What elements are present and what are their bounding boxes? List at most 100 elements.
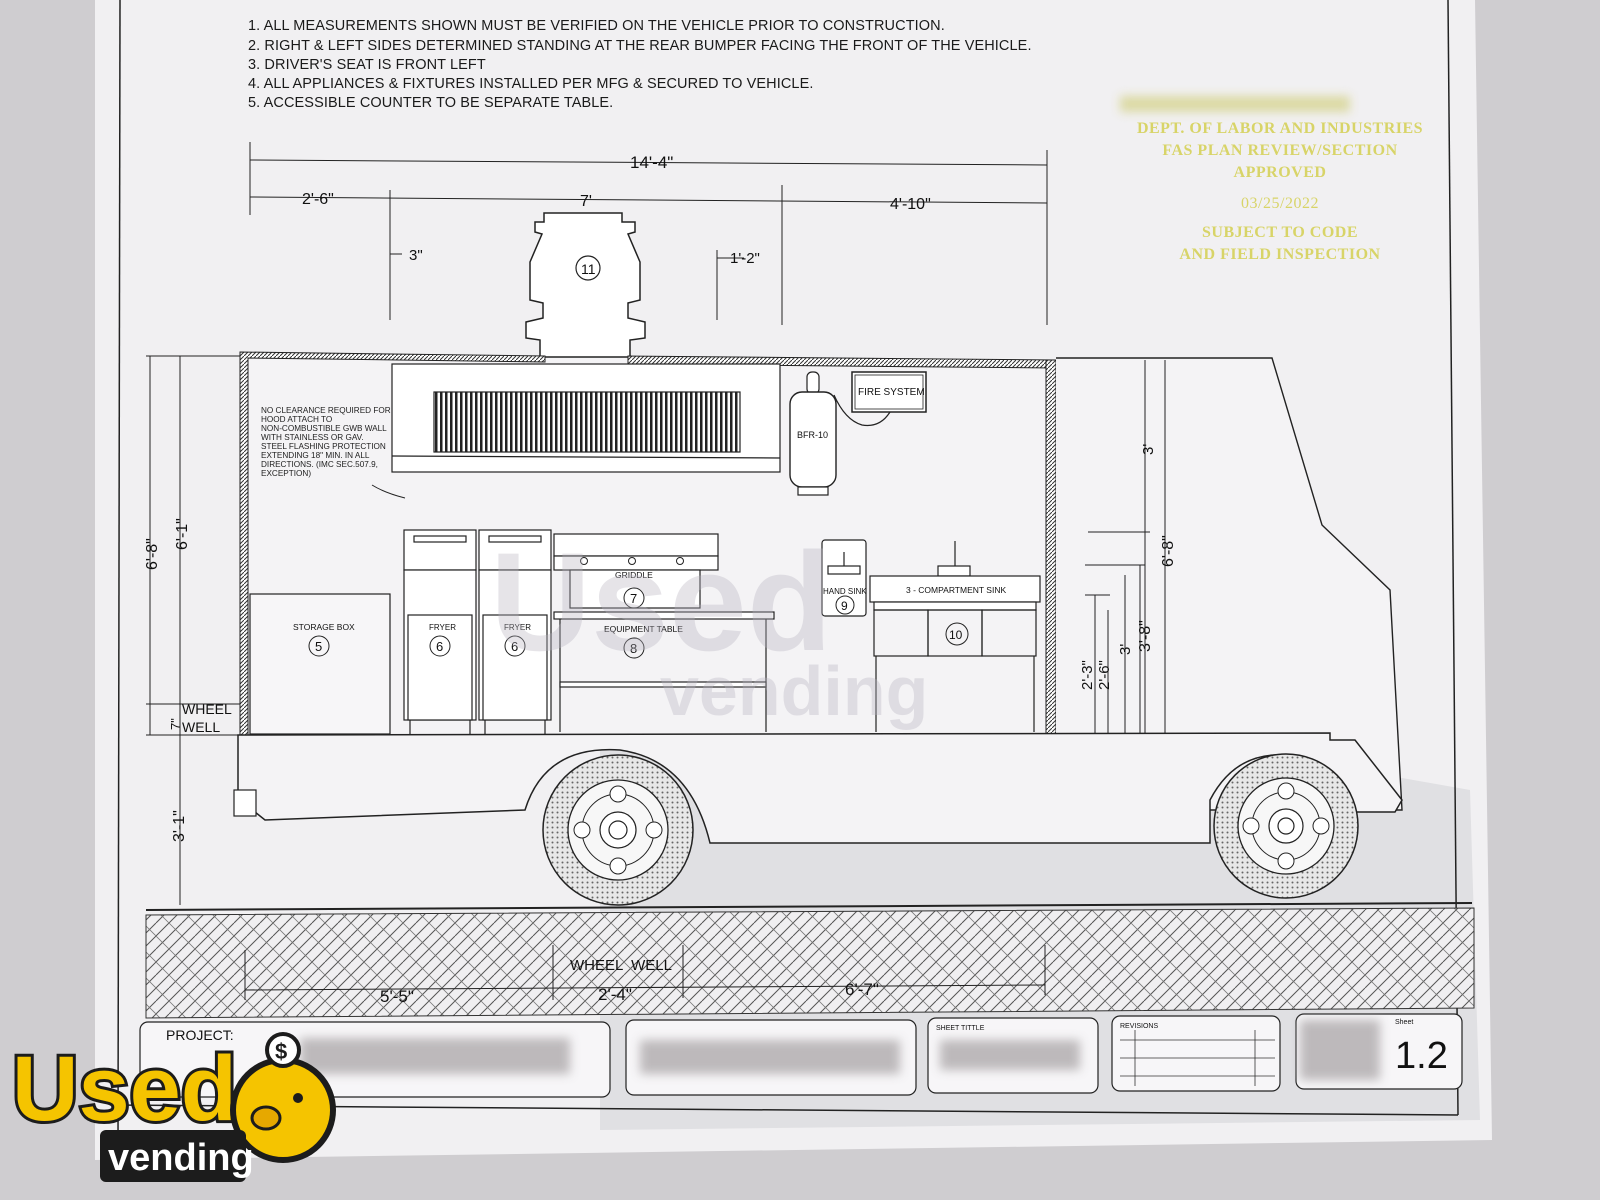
extinguisher-base bbox=[797, 486, 829, 496]
fan-tag-circle bbox=[575, 255, 601, 281]
three-compartment-sink bbox=[869, 541, 1041, 732]
storage-box bbox=[249, 593, 391, 735]
extinguisher-valve bbox=[806, 371, 820, 395]
fire-system-label: FIRE SYSTEM bbox=[858, 387, 925, 398]
dim-bottom-left: 5'-5" bbox=[380, 987, 414, 1006]
sheet-label: Sheet bbox=[1395, 1019, 1413, 1026]
fryer-1 bbox=[403, 529, 477, 734]
sheet-title-label: SHEET TITTLE bbox=[936, 1025, 985, 1032]
fire-system-line bbox=[833, 394, 891, 427]
revisions-label: REVISIONS bbox=[1120, 1023, 1158, 1030]
sheet-border-left bbox=[117, 0, 121, 1141]
logo-used: Used bbox=[12, 1038, 237, 1140]
dim-right-a: 2'-3" bbox=[1079, 660, 1096, 690]
storage-box-label: STORAGE BOX bbox=[293, 622, 355, 632]
owner-redacted bbox=[640, 1040, 900, 1074]
hood-note-line: EXCEPTION) bbox=[261, 469, 311, 478]
logo-coin-icon bbox=[265, 1032, 301, 1068]
notes-item-1: 1. ALL MEASUREMENTS SHOWN MUST BE VERIFI… bbox=[248, 18, 945, 34]
stamp-line-1: DEPT. OF LABOR AND INDUSTRIES bbox=[1136, 120, 1424, 137]
hood-note-line: DIRECTIONS. (IMC SEC.507.9, bbox=[261, 460, 378, 469]
fryer-2-label: FRYER bbox=[504, 623, 531, 632]
dim-height-left-outer: 6'-8" bbox=[144, 538, 161, 570]
fryer-1-tag: 6 bbox=[436, 639, 443, 654]
dim-bottom-middle: 2'-4" bbox=[598, 985, 632, 1004]
stamp-line-2: FAS PLAN REVIEW/SECTION bbox=[1162, 142, 1398, 159]
dim-offset-small: 3" bbox=[409, 247, 423, 264]
griddle-tag: 7 bbox=[630, 591, 637, 606]
equipment-table bbox=[553, 611, 775, 732]
stamp-date: 03/25/2022 bbox=[1241, 195, 1319, 212]
hood-note-line: NON-COMBUSTIBLE GWB WALL bbox=[261, 424, 387, 433]
dim-front-section: 4'-10" bbox=[890, 196, 931, 213]
hand-sink-label: HAND SINK bbox=[823, 587, 867, 596]
fryer-2 bbox=[478, 529, 552, 734]
dim-right-d: 3'-8" bbox=[1137, 620, 1154, 652]
fan-tag: 11 bbox=[581, 261, 596, 277]
wheel-well-label-top: WHEEL bbox=[182, 701, 232, 717]
dim-right-total: 6'-8" bbox=[1160, 535, 1177, 567]
equipment-table-label: EQUIPMENT TABLE bbox=[604, 624, 683, 634]
dim-height-left-inner: 6'-1" bbox=[174, 518, 191, 550]
stamp-line-3: APPROVED bbox=[1233, 164, 1327, 181]
fire-system-box bbox=[851, 371, 927, 413]
logo-vending-band bbox=[100, 1130, 246, 1182]
dim-overall: 14'-4" bbox=[630, 153, 673, 172]
dim-right-upper: 3' bbox=[1140, 444, 1157, 455]
sheet-title-redacted bbox=[940, 1040, 1080, 1070]
fryer-1-tag-circle bbox=[429, 635, 451, 657]
stamp-line-5: AND FIELD INSPECTION bbox=[1179, 246, 1381, 263]
front-wheel bbox=[1213, 753, 1359, 899]
logo-pig-snout-icon bbox=[250, 1105, 282, 1131]
truck-box-wall-right bbox=[1045, 359, 1057, 736]
dim-offset-right: 1'-2" bbox=[730, 250, 760, 267]
hood-note-line: HOOD ATTACH TO bbox=[261, 415, 332, 424]
notes-item-5: 5. ACCESSIBLE COUNTER TO BE SEPARATE TAB… bbox=[248, 95, 614, 111]
storage-tag-circle bbox=[308, 635, 330, 657]
used-vending-logo: Used $ vending bbox=[9, 1032, 336, 1182]
watermark-used: Used bbox=[490, 523, 832, 680]
hood-note-line: STEEL FLASHING PROTECTION bbox=[261, 442, 386, 451]
fryer-2-tag-circle bbox=[504, 635, 526, 657]
storage-tag: 5 bbox=[315, 639, 322, 654]
comp-sink-tag: 10 bbox=[949, 628, 963, 642]
griddle-label: GRIDDLE bbox=[615, 570, 653, 580]
hood-note-line: NO CLEARANCE REQUIRED FOR bbox=[261, 406, 391, 415]
dim-right-c: 3' bbox=[1117, 644, 1134, 655]
hand-sink-tag-circle bbox=[835, 595, 855, 615]
dimension-lines bbox=[249, 142, 1048, 325]
wheel-well-label-bottom: WELL bbox=[182, 719, 220, 735]
hood-note-line: EXTENDING 18" MIN. IN ALL bbox=[261, 451, 370, 460]
notes-item-2: 2. RIGHT & LEFT SIDES DETERMINED STANDIN… bbox=[248, 38, 1032, 54]
fire-system-inner bbox=[854, 374, 924, 410]
table-tag: 8 bbox=[630, 641, 637, 656]
logo-vending: vending bbox=[108, 1137, 254, 1179]
rear-bumper bbox=[233, 789, 257, 817]
comp-sink-tag-circle bbox=[945, 622, 969, 646]
logo-coin-symbol: $ bbox=[275, 1039, 287, 1064]
stamp-redacted bbox=[1120, 96, 1350, 112]
notes-item-3: 3. DRIVER'S SEAT IS FRONT LEFT bbox=[248, 57, 486, 73]
griddle-knobs bbox=[580, 557, 684, 565]
dim-ground-clearance: 3'-1" bbox=[171, 810, 188, 842]
logo-pig-eye-icon bbox=[293, 1093, 303, 1103]
exhaust-fan bbox=[525, 212, 646, 358]
dim-wheel-well-height: 7" bbox=[168, 718, 183, 730]
extinguisher-label: BFR-10 bbox=[797, 430, 828, 440]
stamp-line-4: SUBJECT TO CODE bbox=[1202, 224, 1358, 241]
left-dimensions bbox=[146, 355, 240, 905]
comp-sink-label: 3 - COMPARTMENT SINK bbox=[906, 585, 1006, 595]
ground-hatch bbox=[145, 907, 1475, 1019]
revisions-grid bbox=[1120, 1030, 1275, 1086]
table-tag-circle bbox=[623, 637, 645, 659]
griddle-tag-circle bbox=[623, 587, 645, 609]
sheet-number: 1.2 bbox=[1395, 1035, 1448, 1077]
watermark-vending: vending bbox=[660, 652, 928, 730]
hood-note-line: WITH STAINLESS OR GAV. bbox=[261, 433, 364, 442]
fryer-1-label: FRYER bbox=[429, 623, 456, 632]
hand-sink-tag: 9 bbox=[841, 599, 848, 613]
hood-lip bbox=[391, 455, 781, 459]
hood-note-arrow bbox=[371, 484, 406, 499]
hand-sink bbox=[821, 539, 867, 617]
